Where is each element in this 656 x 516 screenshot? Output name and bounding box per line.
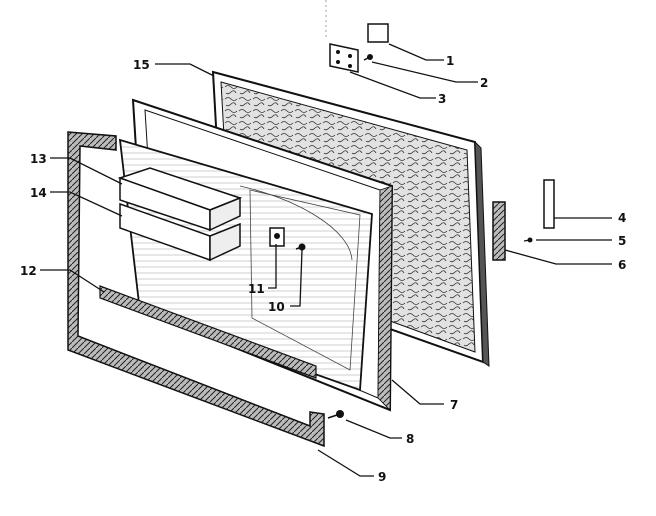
- callout-11: 11: [248, 282, 265, 296]
- callout-1: 1: [446, 54, 454, 68]
- callout-12: 12: [20, 264, 37, 278]
- door-gasket: [67, 131, 325, 448]
- clip-part: [269, 227, 285, 247]
- callout-6: 6: [618, 258, 626, 272]
- screw-part-5: [523, 237, 533, 243]
- butter-compartment: [117, 167, 243, 262]
- callout-15: 15: [133, 58, 150, 72]
- callout-8: 8: [406, 432, 414, 446]
- callout-7: 7: [450, 398, 458, 412]
- callout-13: 13: [30, 152, 47, 166]
- callout-5: 5: [618, 234, 626, 248]
- callout-2: 2: [480, 76, 488, 90]
- door-handle-part-6: [492, 201, 506, 261]
- screw-part-10: [295, 243, 306, 251]
- callout-9: 9: [378, 470, 386, 484]
- callout-labels: 1 2 3 4 5 6 7 8 9 10 11 12 13 14 15: [20, 54, 626, 484]
- callout-14: 14: [30, 186, 47, 200]
- handle-insert-part-4: [543, 179, 555, 229]
- hinge-plate-part-3: [329, 43, 359, 73]
- callout-4: 4: [618, 211, 626, 225]
- door-shelf-rail: [99, 285, 317, 379]
- leader-lines: [40, 43, 612, 477]
- screw-part-8: [327, 410, 344, 419]
- screw-part-2: [363, 54, 373, 61]
- callout-3: 3: [438, 92, 446, 106]
- callout-10: 10: [268, 300, 285, 314]
- hinge-cover-part-1: [367, 23, 389, 43]
